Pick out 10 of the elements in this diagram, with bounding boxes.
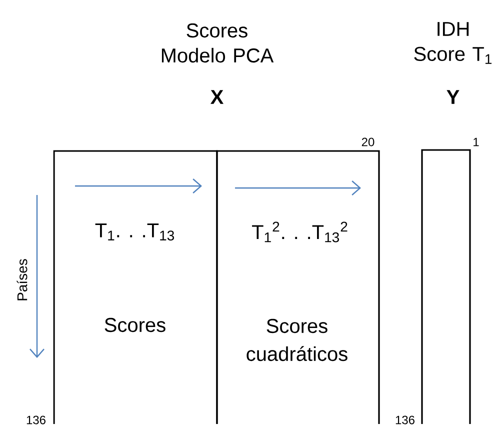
index-number: 136 bbox=[396, 416, 414, 424]
index-number: 1 bbox=[474, 138, 479, 146]
matrix-column: T$_{1}$$^{2}$. . .T$_{13}$2 Scores cuadráticos bbox=[216, 150, 380, 424]
heading: Scores Modelo PCA bbox=[162, 23, 274, 63]
matrix-box bbox=[421, 149, 471, 424]
heading: IDH Score T$_{1}$ bbox=[414, 22, 492, 64]
axis-label: Países bbox=[16, 259, 28, 300]
heading: X bbox=[210, 90, 224, 104]
matrix-column: T$_{1}$. . .T$_{13}$ Scores bbox=[53, 150, 218, 424]
heading: Y bbox=[446, 90, 460, 104]
